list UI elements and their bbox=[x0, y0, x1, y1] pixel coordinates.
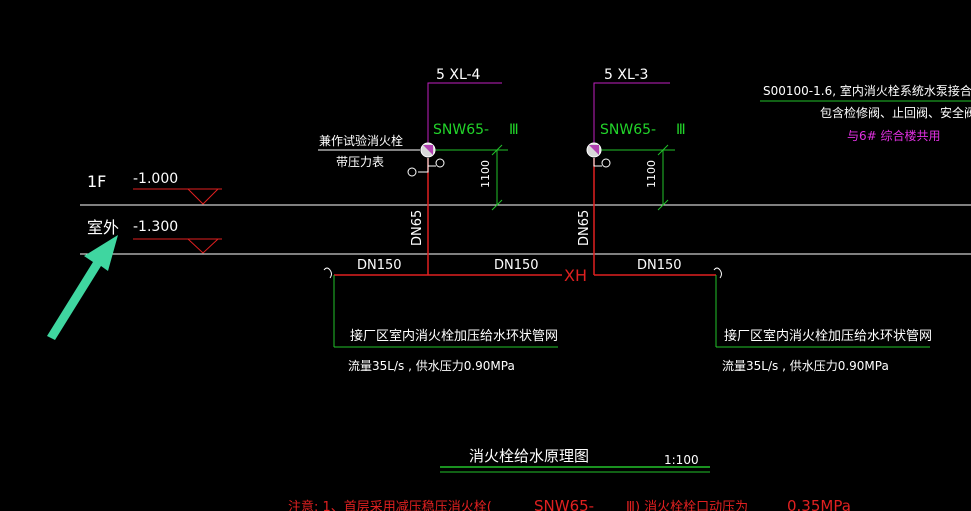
pump-note-line2: 包含检修阀、止回阀、安全阀 bbox=[820, 105, 971, 120]
riser-left-dn: DN65 bbox=[410, 210, 425, 246]
connection-right-title: 接厂区室内消火栓加压给水环状管网 bbox=[724, 328, 932, 344]
drawing-scale: 1:100 bbox=[664, 453, 699, 467]
height-dim-left-value: 1100 bbox=[479, 160, 492, 188]
pressure-gauge-left-icon bbox=[407, 158, 445, 177]
pointer-arrow-icon bbox=[47, 235, 118, 340]
floor-label: 1F bbox=[87, 172, 106, 191]
height-dim-right bbox=[657, 144, 669, 211]
main-pipe-seg3: DN150 bbox=[637, 258, 682, 273]
floor-elevation: -1.000 bbox=[133, 171, 178, 187]
connection-left-title: 接厂区室内消火栓加压给水环状管网 bbox=[350, 328, 558, 344]
riser-right-name: 5 XL-3 bbox=[604, 67, 648, 83]
main-pipe-seg1: DN150 bbox=[357, 258, 402, 273]
main-pipe-marker: XH bbox=[564, 266, 587, 285]
connection-right-flow: 流量35L/s , 供水压力0.90MPa bbox=[722, 359, 889, 373]
hydrant-right-class: Ⅲ bbox=[676, 122, 686, 138]
hydrant-note-line2: 带压力表 bbox=[336, 155, 384, 169]
outdoor-elev-triangle bbox=[187, 238, 219, 254]
break-left-icon bbox=[323, 267, 332, 279]
height-dim-right-value: 1100 bbox=[645, 160, 658, 188]
hydrant-note-line1: 兼作试验消火栓 bbox=[319, 133, 403, 148]
pump-note-line1: S00100-1.6, 室内消火栓系统水泵接合 bbox=[763, 83, 971, 98]
footer-note-value: 0.35MPa bbox=[787, 497, 851, 511]
riser-right-dn: DN65 bbox=[577, 210, 592, 246]
riser-right-leader bbox=[593, 82, 670, 150]
valve-right-icon bbox=[593, 158, 611, 168]
hydrant-left-icon bbox=[420, 142, 436, 158]
footer-note-model: SNW65- bbox=[534, 497, 594, 511]
drawing-title: 消火栓给水原理图 bbox=[469, 447, 589, 465]
main-pipe-seg2: DN150 bbox=[494, 258, 539, 273]
outdoor-elevation: -1.300 bbox=[133, 219, 178, 235]
connection-left-flow: 流量35L/s , 供水压力0.90MPa bbox=[348, 359, 515, 373]
hydrant-right-icon bbox=[586, 142, 602, 158]
footer-note-suffix: Ⅲ) 消火栓栓口动压为 bbox=[626, 500, 748, 511]
riser-left-name: 5 XL-4 bbox=[436, 67, 481, 83]
height-dim-left bbox=[491, 144, 503, 211]
floor-elev-triangle bbox=[187, 188, 219, 205]
riser-left-leader bbox=[427, 82, 502, 150]
footer-note-prefix: 注意: 1、首层采用减压稳压消火栓( bbox=[288, 499, 492, 511]
outdoor-label: 室外 bbox=[87, 218, 119, 237]
break-right-icon bbox=[713, 267, 722, 279]
hydrant-left-model: SNW65- bbox=[433, 122, 489, 138]
hydrant-right-model: SNW65- bbox=[600, 122, 656, 138]
pump-note-line3: 与6# 综合楼共用 bbox=[847, 128, 941, 143]
hydrant-left-class: Ⅲ bbox=[509, 122, 519, 138]
